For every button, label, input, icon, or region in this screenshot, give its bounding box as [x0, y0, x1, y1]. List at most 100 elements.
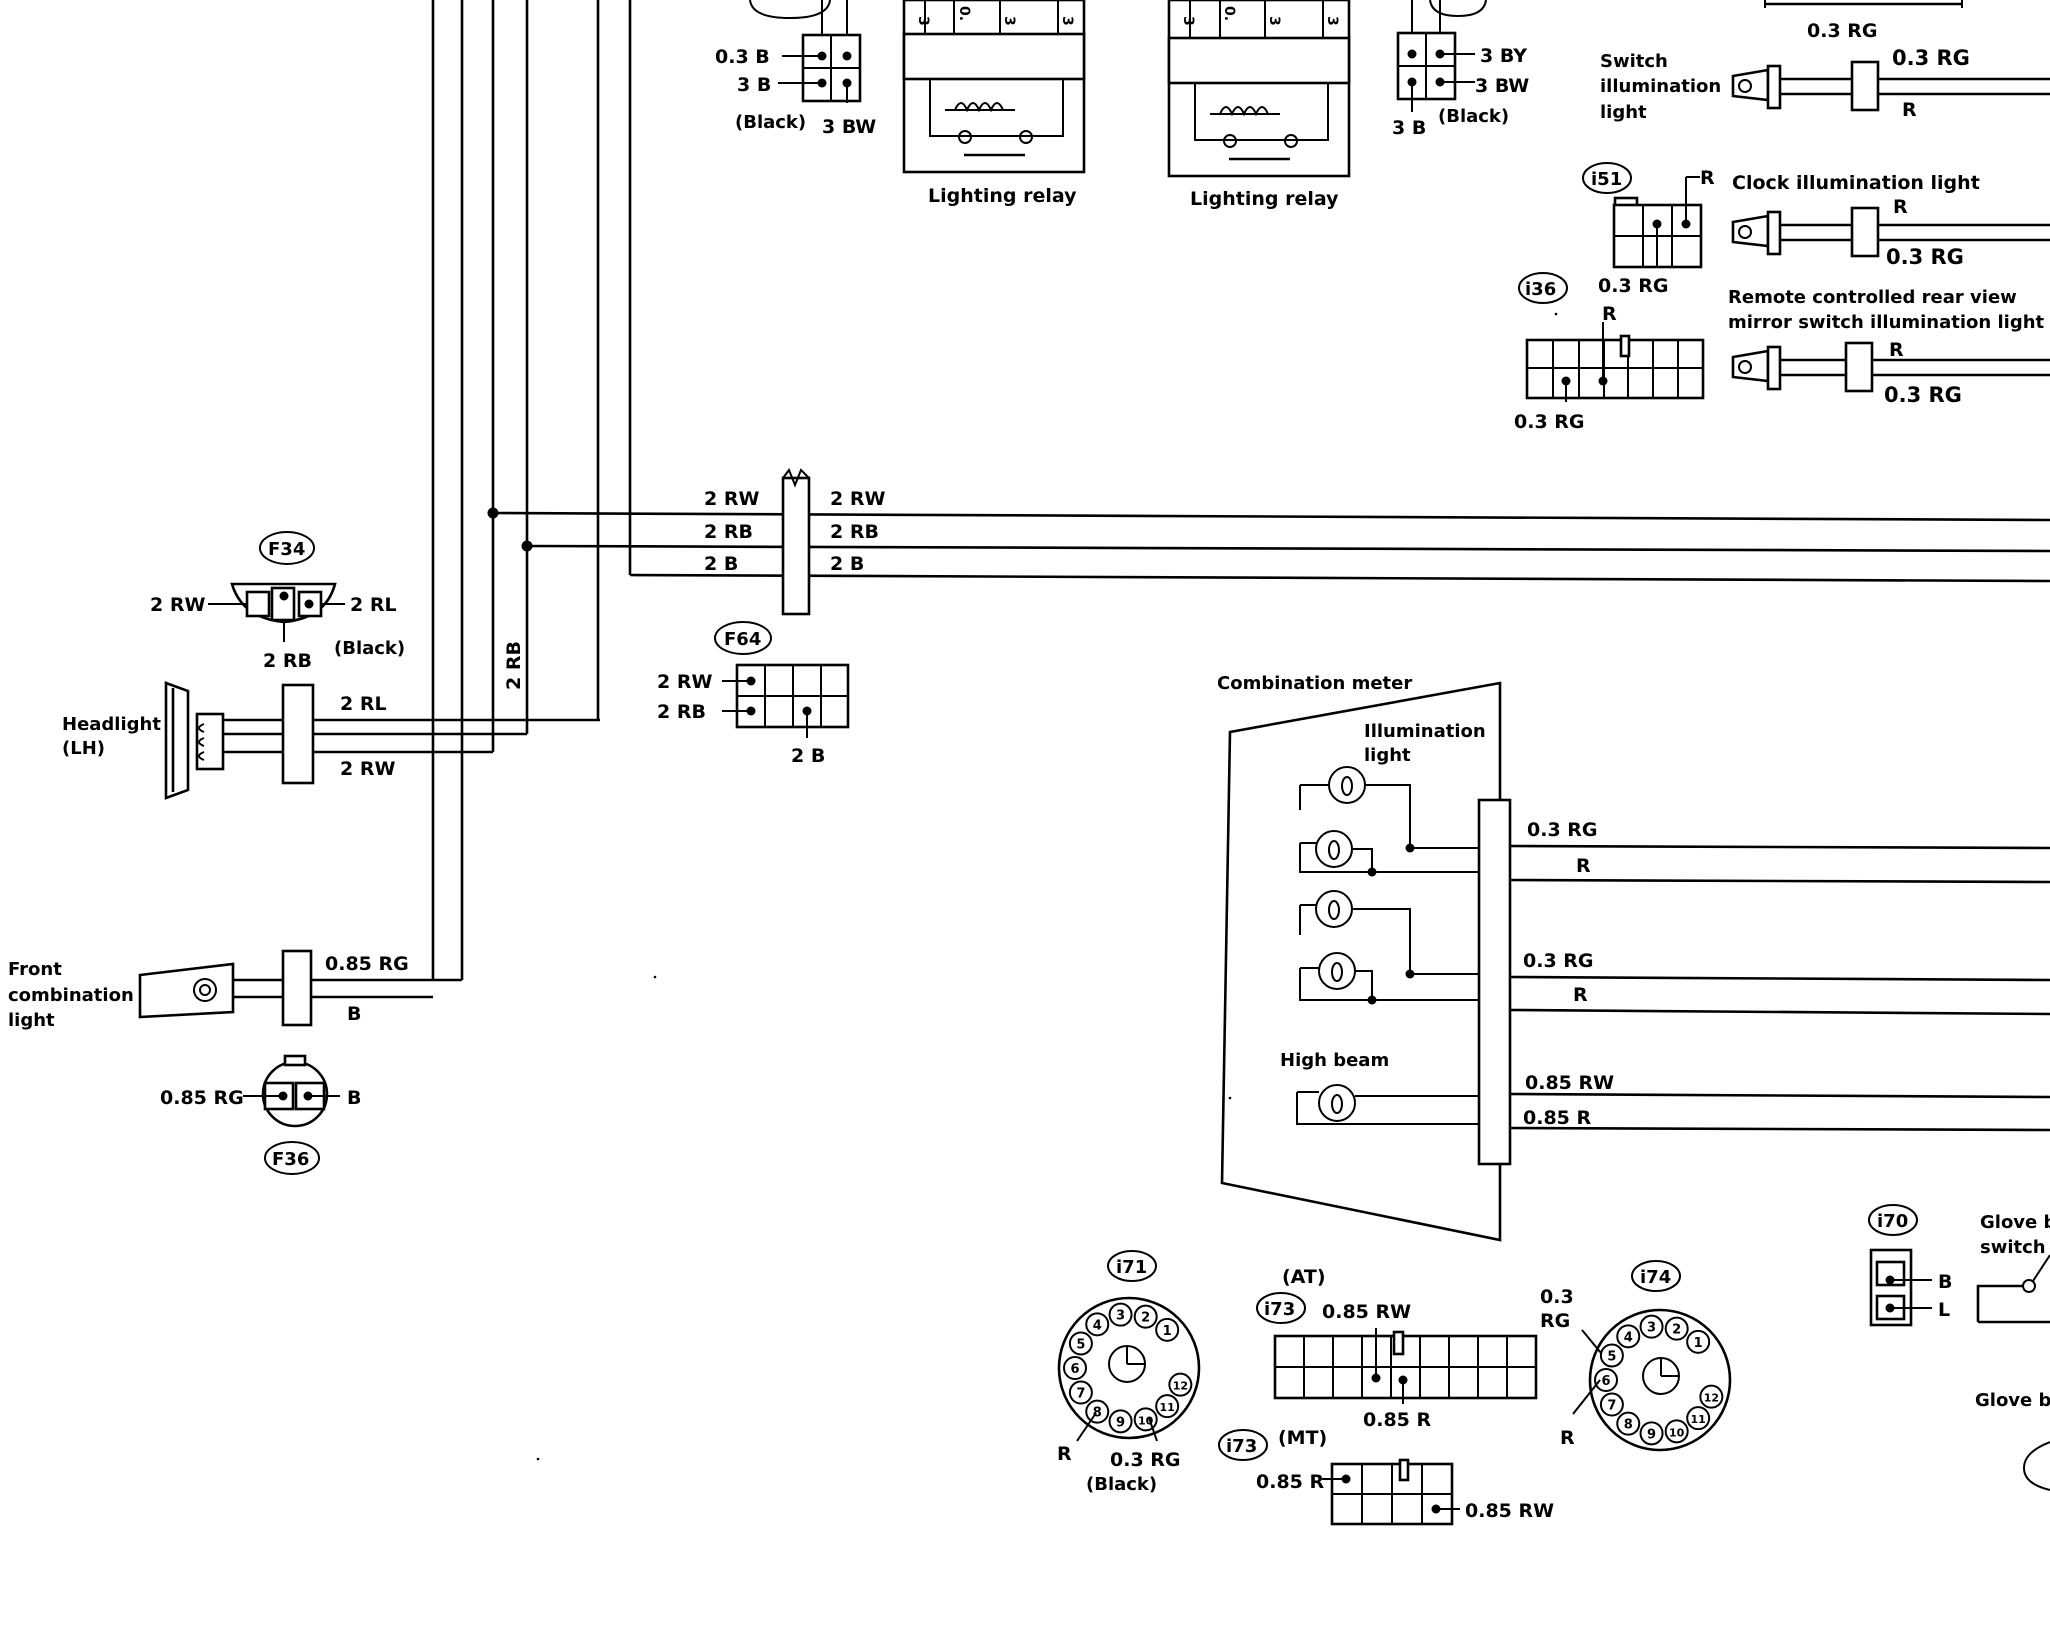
svg-text:2: 2 — [1672, 1323, 1681, 1338]
connector-i36: i36 R 0.3 RG — [1514, 272, 1705, 433]
svg-text:3: 3 — [1647, 1321, 1656, 1336]
i74-bottom: R — [1560, 1427, 1575, 1449]
mirror-wire-bottom: 0.3 RG — [1884, 383, 1962, 407]
switch-illum-wire-top: 0.3 RG — [1892, 46, 1970, 70]
i51-top: R — [1700, 167, 1715, 189]
i71-pin-10: 10 — [1133, 1407, 1158, 1432]
glove-light-label: Glove b — [1975, 1390, 2050, 1411]
relay-left-pin-1: 3 — [915, 16, 931, 26]
glove-switch-label-1: Glove b — [1980, 1212, 2050, 1233]
f74-wire-3bw: 3 BW — [822, 116, 876, 138]
i71-left: R — [1057, 1443, 1072, 1465]
meter-bulb-3 — [1315, 890, 1353, 928]
connector-f36: 0.85 RG B F36 — [160, 1054, 361, 1175]
relay-left-pin-2: 0. — [956, 6, 972, 21]
harness-left-3: 2 B — [704, 553, 738, 575]
relay-right-pin-1: 3 — [1180, 16, 1196, 26]
relay-right-pin-2: 0. — [1221, 6, 1237, 21]
svg-text:7: 7 — [1607, 1399, 1616, 1414]
i70-b: B — [1938, 1271, 1952, 1293]
i74-pin-5: 5 — [1599, 1343, 1624, 1368]
connector-f64: F64 2 RW 2 RB 2 B — [657, 621, 850, 767]
meter-wire-3: 0.3 RG — [1523, 950, 1594, 972]
i71-id: i71 — [1116, 1257, 1147, 1278]
headlight-lh: Headlight (LH) 2 RL 2 RW — [62, 681, 600, 800]
harness-right-1: 2 RW — [830, 488, 885, 510]
harness-trunk — [431, 0, 632, 980]
mirror-switch-illumination-light: Remote controlled rear view mirror switc… — [1728, 287, 2050, 407]
i73-at-bottom: 0.85 R — [1363, 1409, 1431, 1431]
f74-wire-03b: 0.3 B — [715, 46, 770, 68]
svg-text:11: 11 — [1160, 1401, 1175, 1414]
i73-mt-variant: (MT) — [1278, 1427, 1327, 1449]
f36-id: F36 — [272, 1149, 309, 1170]
svg-text:5: 5 — [1607, 1349, 1616, 1364]
relay-right-pin-4: 3 — [1324, 16, 1340, 26]
i70-id: i70 — [1877, 1211, 1908, 1232]
i71-pin-12: 12 — [1168, 1372, 1193, 1397]
i74-pin-12: 12 — [1699, 1384, 1724, 1409]
connector-i70: i70 B L — [1868, 1204, 1952, 1327]
i74-pin-6: 6 — [1594, 1368, 1618, 1392]
meter-wire-2: R — [1576, 855, 1591, 877]
relay-left-pin-4: 3 — [1059, 16, 1075, 26]
svg-text:6: 6 — [1601, 1374, 1610, 1389]
i73-mt-id: i73 — [1226, 1436, 1257, 1457]
f74-color: (Black) — [735, 112, 806, 133]
i74-pin-1: 1 — [1686, 1329, 1711, 1354]
f75-wire-3b: 3 B — [1392, 117, 1426, 139]
switch-illumination-light: 0.3 RG Switch illumination light 0.3 RG … — [1600, 0, 2050, 123]
i71-pin-7: 7 — [1068, 1380, 1093, 1405]
i71-right: 0.3 RG — [1110, 1449, 1181, 1471]
clock-illum-wire-bottom: 0.3 RG — [1886, 245, 1964, 269]
i74-pin-3: 3 — [1639, 1314, 1664, 1339]
relay-right-label: Lighting relay — [1190, 188, 1339, 210]
f34-right: 2 RL — [350, 594, 397, 616]
combination-meter-label: Combination meter — [1217, 673, 1412, 694]
illumination-label-1: Illumination — [1364, 721, 1486, 742]
i36-bottom: 0.3 RG — [1514, 411, 1585, 433]
front-comb-wire-top: 0.85 RG — [325, 953, 409, 975]
connector-i51: i51 R 0.3 RG — [1582, 162, 1715, 297]
svg-text:12: 12 — [1704, 1392, 1719, 1405]
i71-pin-8: 8 — [1085, 1399, 1110, 1424]
f34-bottom: 2 RB — [263, 650, 312, 672]
glove-box: Glove b switch Glove b — [1975, 1212, 2050, 1491]
switch-illum-label-2: illumination — [1600, 76, 1721, 97]
svg-text:11: 11 — [1691, 1413, 1706, 1426]
mirror-wire-top: R — [1889, 339, 1904, 361]
meter-wire-4: R — [1573, 984, 1588, 1006]
i73-at-variant: (AT) — [1282, 1266, 1326, 1288]
svg-text:4: 4 — [1093, 1318, 1102, 1333]
mirror-label-1: Remote controlled rear view — [1728, 287, 2017, 308]
harness-right-2: 2 RB — [830, 521, 879, 543]
i74-pin-7: 7 — [1599, 1392, 1624, 1417]
headlight-wire-bottom: 2 RW — [340, 758, 395, 780]
i74-top-a: 0.3 — [1540, 1286, 1574, 1308]
combination-meter: Combination meter Illumination light Hig… — [1217, 673, 2050, 1242]
i74-id: i74 — [1640, 1267, 1671, 1288]
connector-i73-mt: i73 (MT) 0.85 R 0.85 RW — [1218, 1427, 1554, 1526]
clock-illum-wire-top: R — [1893, 196, 1908, 218]
svg-text:5: 5 — [1076, 1337, 1085, 1352]
i71-pin-1: 1 — [1155, 1317, 1180, 1342]
f64-w3: 2 B — [791, 745, 825, 767]
i73-at-top: 0.85 RW — [1322, 1301, 1411, 1323]
svg-text:10: 10 — [1669, 1426, 1685, 1439]
front-combination-light: Front combination light 0.85 RG B — [8, 949, 462, 1031]
harness-left-2: 2 RB — [704, 521, 753, 543]
svg-text:2: 2 — [1141, 1311, 1150, 1326]
meter-bulb-1 — [1328, 766, 1366, 804]
i73-at-id: i73 — [1264, 1299, 1295, 1320]
svg-text:12: 12 — [1173, 1380, 1188, 1393]
f75-wire-3by: 3 BY — [1480, 45, 1527, 67]
i71-pin-2: 2 — [1133, 1304, 1158, 1329]
front-comb-label-1: Front — [8, 959, 62, 980]
switch-illum-top-label: 0.3 RG — [1807, 20, 1878, 42]
meter-bulb-4 — [1318, 952, 1356, 990]
i51-bottom: 0.3 RG — [1598, 275, 1669, 297]
harness-left-1: 2 RW — [704, 488, 759, 510]
